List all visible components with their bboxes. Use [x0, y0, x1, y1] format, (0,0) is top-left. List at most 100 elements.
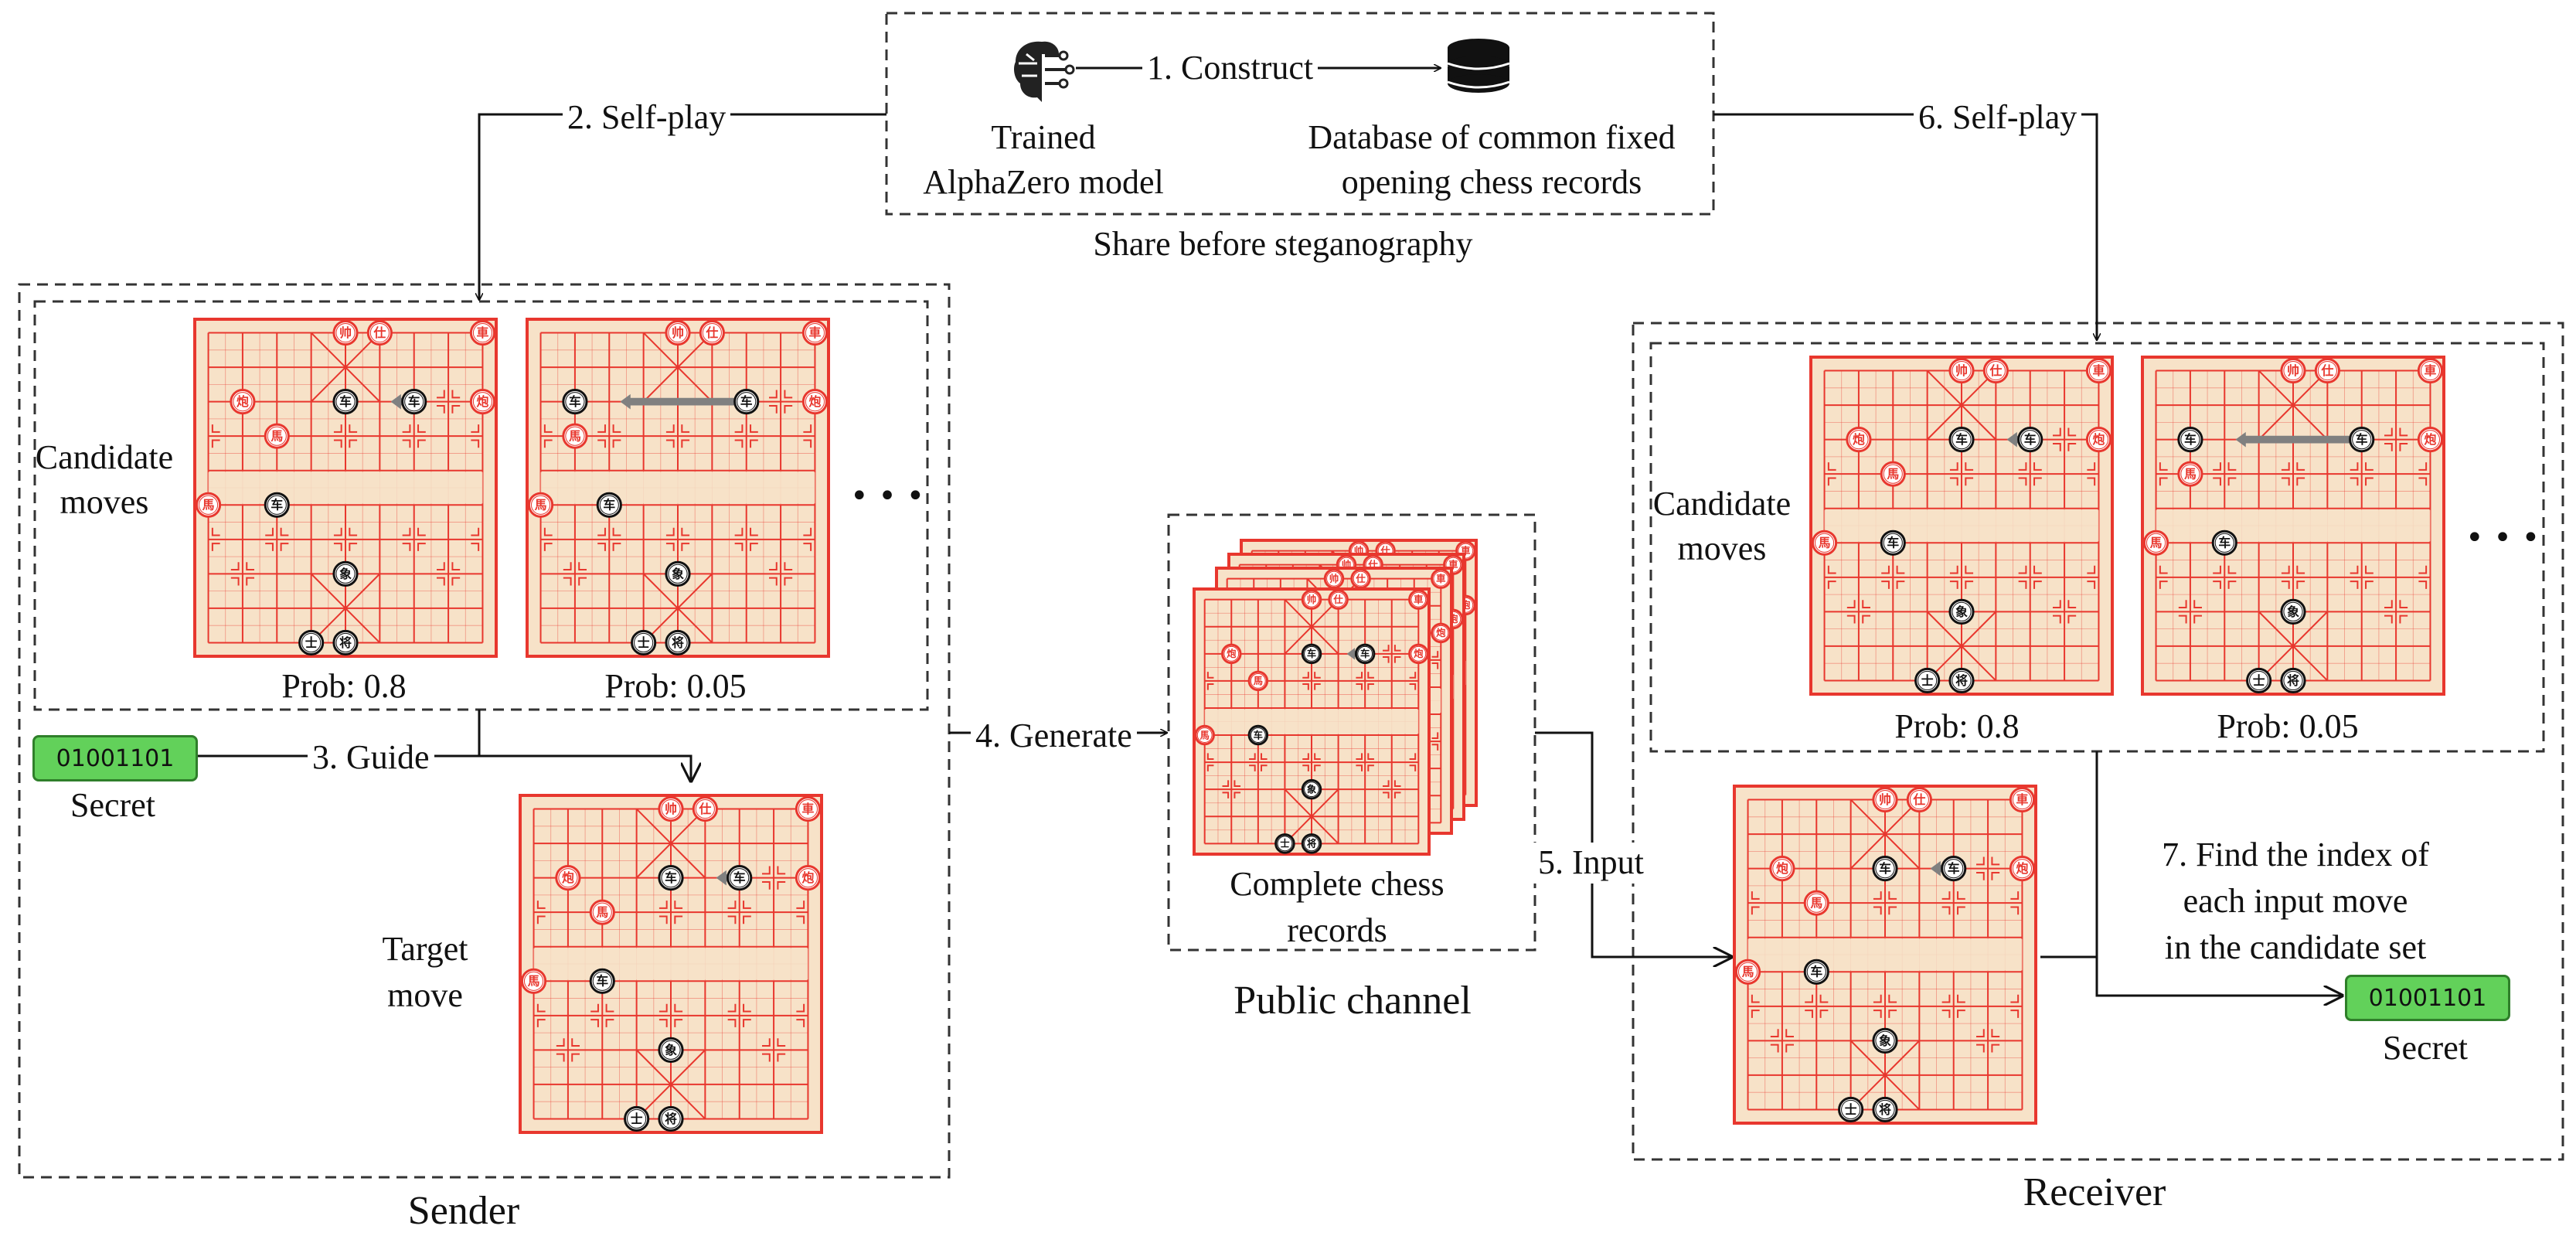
svg-text:车: 车: [1948, 861, 1960, 876]
red-advisor-piece: 仕: [1350, 568, 1371, 589]
svg-text:仕: 仕: [698, 802, 711, 816]
red-horse-piece: 馬: [1194, 724, 1215, 746]
svg-text:馬: 馬: [569, 429, 581, 444]
svg-text:车: 车: [1955, 432, 1968, 447]
svg-text:车: 车: [733, 870, 746, 885]
red-advisor-piece: 仕: [1906, 786, 1932, 813]
svg-text:车: 车: [2356, 432, 2368, 447]
red-chariot-piece: 車: [2085, 357, 2112, 384]
sender-target-board: 帅仕車炮馬馬炮车车车象士将: [519, 794, 823, 1134]
svg-text:炮: 炮: [237, 394, 249, 409]
sender-candidate-box: [33, 300, 929, 711]
svg-text:炮: 炮: [2093, 432, 2105, 447]
svg-text:车: 车: [1307, 648, 1316, 659]
svg-text:士: 士: [305, 635, 318, 650]
red-horse-piece: 馬: [2142, 529, 2169, 556]
black-general-piece: 将: [2280, 667, 2306, 694]
red-chariot-piece: 車: [1443, 554, 1464, 575]
black-chariot-piece: 车: [2177, 427, 2203, 453]
svg-text:馬: 馬: [1819, 536, 1831, 550]
red-chariot-piece: 車: [795, 795, 822, 822]
svg-text:士: 士: [1921, 673, 1934, 688]
black-chariot-piece: 车: [1880, 529, 1906, 556]
svg-text:象: 象: [672, 567, 684, 581]
black-chariot-piece: 车: [1803, 958, 1829, 985]
svg-text:象: 象: [339, 567, 352, 581]
black-chariot-piece: 车: [1247, 724, 1269, 746]
red-advisor-piece: 仕: [692, 795, 718, 822]
red-advisor-piece: 仕: [699, 319, 725, 346]
sender-candidate-board-2: 帅仕車馬馬炮车车车象士将: [526, 318, 830, 658]
svg-text:馬: 馬: [2184, 467, 2197, 482]
svg-text:象: 象: [665, 1043, 677, 1057]
guide-arrow: [478, 710, 691, 781]
red-horse-piece: 馬: [562, 423, 588, 449]
red-horse-piece: 馬: [264, 423, 290, 449]
red-horse-piece: 馬: [527, 492, 554, 518]
svg-text:馬: 馬: [535, 498, 547, 512]
svg-text:車: 車: [1436, 573, 1445, 584]
red-horse-piece: 馬: [1880, 461, 1906, 487]
svg-text:车: 车: [2024, 432, 2037, 447]
black-advisor-piece: 士: [1914, 667, 1941, 694]
svg-text:将: 将: [1879, 1102, 1891, 1117]
shared-resources-box: [885, 12, 1715, 216]
black-chariot-piece: 车: [401, 389, 427, 415]
svg-text:車: 車: [477, 325, 489, 340]
red-cannon-piece: 炮: [1769, 856, 1795, 882]
sender-box: [18, 283, 951, 1179]
svg-text:帅: 帅: [665, 802, 677, 816]
red-king-piece: 帅: [332, 319, 359, 346]
red-king-piece: 帅: [665, 319, 691, 346]
svg-text:象: 象: [1879, 1033, 1891, 1048]
svg-text:車: 車: [2016, 792, 2029, 807]
svg-text:炮: 炮: [1776, 861, 1788, 876]
receiver-input-board: 帅仕車炮馬馬炮车车车象士将: [1733, 785, 2037, 1125]
svg-text:车: 车: [1360, 648, 1370, 659]
black-elephant-piece: 象: [1872, 1027, 1898, 1054]
black-elephant-piece: 象: [1948, 598, 1975, 625]
svg-text:馬: 馬: [528, 974, 540, 989]
svg-text:仕: 仕: [1989, 363, 2002, 378]
black-chariot-piece: 车: [2211, 529, 2237, 556]
svg-text:帅: 帅: [1307, 594, 1316, 605]
red-chariot-piece: 車: [2417, 357, 2444, 384]
black-chariot-piece: 车: [332, 389, 359, 415]
svg-text:车: 车: [408, 394, 420, 409]
svg-text:車: 車: [809, 325, 822, 340]
svg-text:炮: 炮: [1227, 648, 1237, 659]
red-cannon-piece: 炮: [1846, 427, 1872, 453]
svg-text:车: 车: [339, 394, 352, 409]
black-advisor-piece: 士: [1274, 833, 1295, 854]
svg-text:车: 车: [569, 394, 581, 409]
svg-text:仕: 仕: [373, 325, 386, 340]
svg-text:车: 车: [1254, 729, 1263, 741]
svg-text:炮: 炮: [809, 394, 822, 409]
svg-text:将: 将: [672, 635, 684, 650]
selfplay-receiver-arrow: [1713, 113, 2097, 340]
black-chariot-piece: 车: [264, 492, 290, 518]
svg-text:仕: 仕: [1332, 594, 1343, 605]
black-chariot-piece: 车: [562, 389, 588, 415]
red-cannon-piece: 炮: [555, 865, 581, 891]
red-cannon-piece: 炮: [1221, 643, 1242, 665]
selfplay-sender-arrow: [479, 113, 886, 300]
red-chariot-piece: 車: [1408, 589, 1429, 610]
black-chariot-piece: 车: [1948, 427, 1975, 453]
svg-text:炮: 炮: [477, 394, 489, 409]
svg-text:仕: 仕: [705, 325, 718, 340]
svg-text:仕: 仕: [2320, 363, 2333, 378]
black-elephant-piece: 象: [665, 560, 691, 587]
red-king-piece: 帅: [2280, 357, 2306, 384]
svg-text:馬: 馬: [271, 429, 283, 444]
red-horse-piece: 馬: [2177, 461, 2203, 487]
black-chariot-piece: 车: [596, 492, 622, 518]
svg-text:帅: 帅: [339, 325, 352, 340]
red-horse-piece: 馬: [1811, 529, 1838, 556]
public-channel-box: [1167, 513, 1536, 952]
svg-text:车: 车: [2184, 432, 2197, 447]
svg-text:炮: 炮: [802, 870, 815, 885]
svg-text:车: 车: [2218, 536, 2231, 550]
black-chariot-piece: 车: [589, 968, 615, 994]
svg-text:馬: 馬: [2150, 536, 2163, 550]
